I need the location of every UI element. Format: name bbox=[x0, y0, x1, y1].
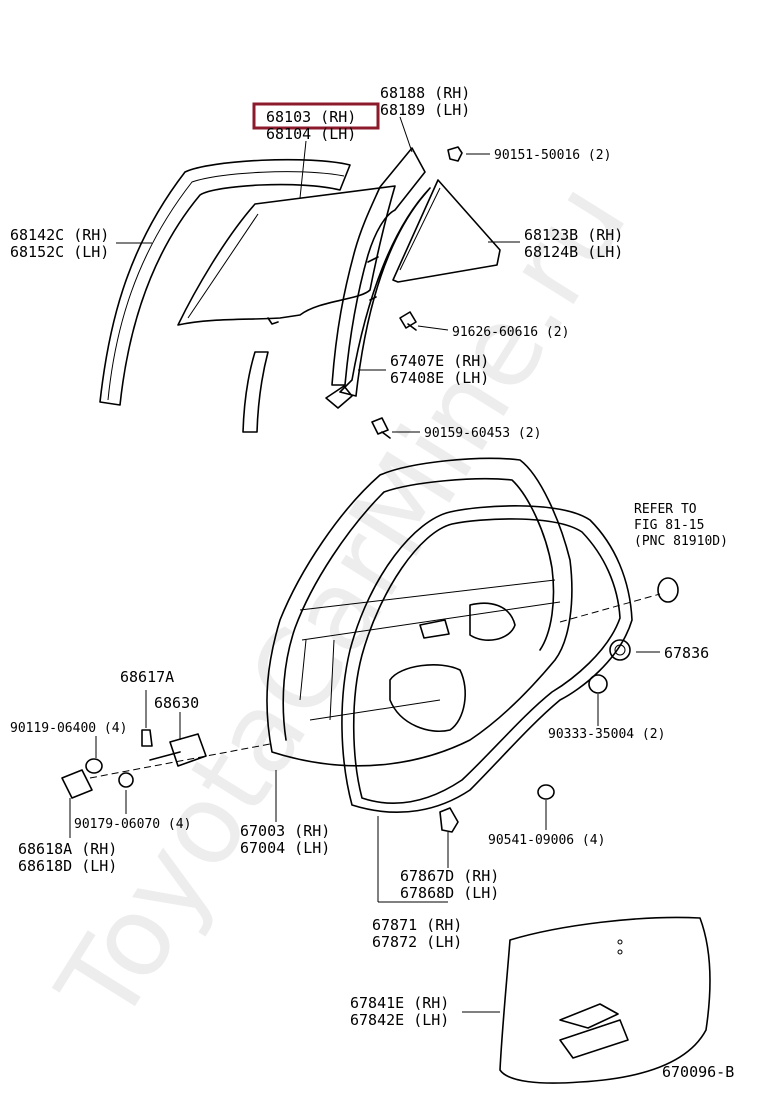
assembly-line-right bbox=[559, 593, 661, 623]
label-67872: 67872 (LH) bbox=[372, 933, 462, 951]
label-68630: 68630 bbox=[154, 694, 199, 712]
label-90541: 90541-09006 (4) bbox=[488, 833, 605, 848]
label-68124b: 68124B (LH) bbox=[524, 243, 623, 261]
label-68152c: 68152C (LH) bbox=[10, 243, 109, 261]
door-shell-67003 bbox=[266, 457, 573, 767]
bolt-91626 bbox=[399, 311, 417, 331]
label-67408e: 67408E (LH) bbox=[390, 369, 489, 387]
label-67868d: 67868D (LH) bbox=[400, 884, 499, 902]
pin-68617a bbox=[141, 729, 153, 747]
watermark-text: ToyotaCarMine.ru bbox=[33, 161, 651, 1045]
quarter-glass-68123b bbox=[392, 179, 501, 283]
bolt-90119 bbox=[85, 758, 103, 774]
clip-90541 bbox=[537, 784, 555, 800]
label-90151: 90151-50016 (2) bbox=[494, 148, 611, 163]
label-67841e: 67841E (RH) bbox=[350, 994, 449, 1012]
run-channel-68142c bbox=[99, 158, 351, 406]
label-68142c: 68142C (RH) bbox=[10, 226, 109, 244]
door-glass-68103 bbox=[177, 185, 396, 326]
plug-refer bbox=[657, 577, 679, 603]
label-90159: 90159-60453 (2) bbox=[424, 426, 541, 441]
door-weatherstrip-67871 bbox=[341, 505, 633, 814]
clip-90151 bbox=[447, 146, 463, 162]
frame-67407e bbox=[339, 187, 431, 397]
division-bar-68188 bbox=[331, 147, 426, 386]
highlight-box bbox=[252, 102, 380, 130]
plug-90333 bbox=[588, 674, 608, 694]
label-90119: 90119-06400 (4) bbox=[10, 721, 127, 736]
assembly-line-left bbox=[89, 743, 271, 779]
label-67842e: 67842E (LH) bbox=[350, 1011, 449, 1029]
label-90179: 90179-06070 (4) bbox=[74, 817, 191, 832]
plug-67836 bbox=[609, 639, 631, 661]
label-67003: 67003 (RH) bbox=[240, 822, 330, 840]
label-68618a: 68618A (RH) bbox=[18, 840, 117, 858]
leader-lines bbox=[69, 116, 660, 1013]
label-67407e: 67407E (RH) bbox=[390, 352, 489, 370]
label-90333: 90333-35004 (2) bbox=[548, 727, 665, 742]
hinge-68618a bbox=[61, 769, 93, 799]
label-67836: 67836 bbox=[664, 644, 709, 662]
label-68189: 68189 (LH) bbox=[380, 101, 470, 119]
label-67867d: 67867D (RH) bbox=[400, 867, 499, 885]
label-68123b: 68123B (RH) bbox=[524, 226, 623, 244]
washer-90179 bbox=[118, 772, 134, 788]
label-68104: 68104 (LH) bbox=[266, 125, 356, 143]
clip-67867d bbox=[439, 807, 459, 833]
label-68618d: 68618D (LH) bbox=[18, 857, 117, 875]
label-refer-1: REFER TO bbox=[634, 502, 697, 517]
label-67871: 67871 (RH) bbox=[372, 916, 462, 934]
label-68103: 68103 (RH) bbox=[266, 108, 356, 126]
label-refer-2: FIG 81-15 bbox=[634, 518, 704, 533]
door-check-68630 bbox=[149, 733, 207, 767]
label-68617a: 68617A bbox=[120, 668, 174, 686]
figure-code: 670096-B bbox=[662, 1063, 734, 1081]
label-68188: 68188 (RH) bbox=[380, 84, 470, 102]
label-refer-3: (PNC 81910D) bbox=[634, 534, 728, 549]
bracket-67407 bbox=[325, 385, 353, 409]
label-67004: 67004 (LH) bbox=[240, 839, 330, 857]
bolt-90159 bbox=[371, 417, 391, 439]
door-trim-67841e bbox=[499, 916, 711, 1084]
lower-channel-strip bbox=[242, 351, 269, 433]
label-91626: 91626-60616 (2) bbox=[452, 325, 569, 340]
